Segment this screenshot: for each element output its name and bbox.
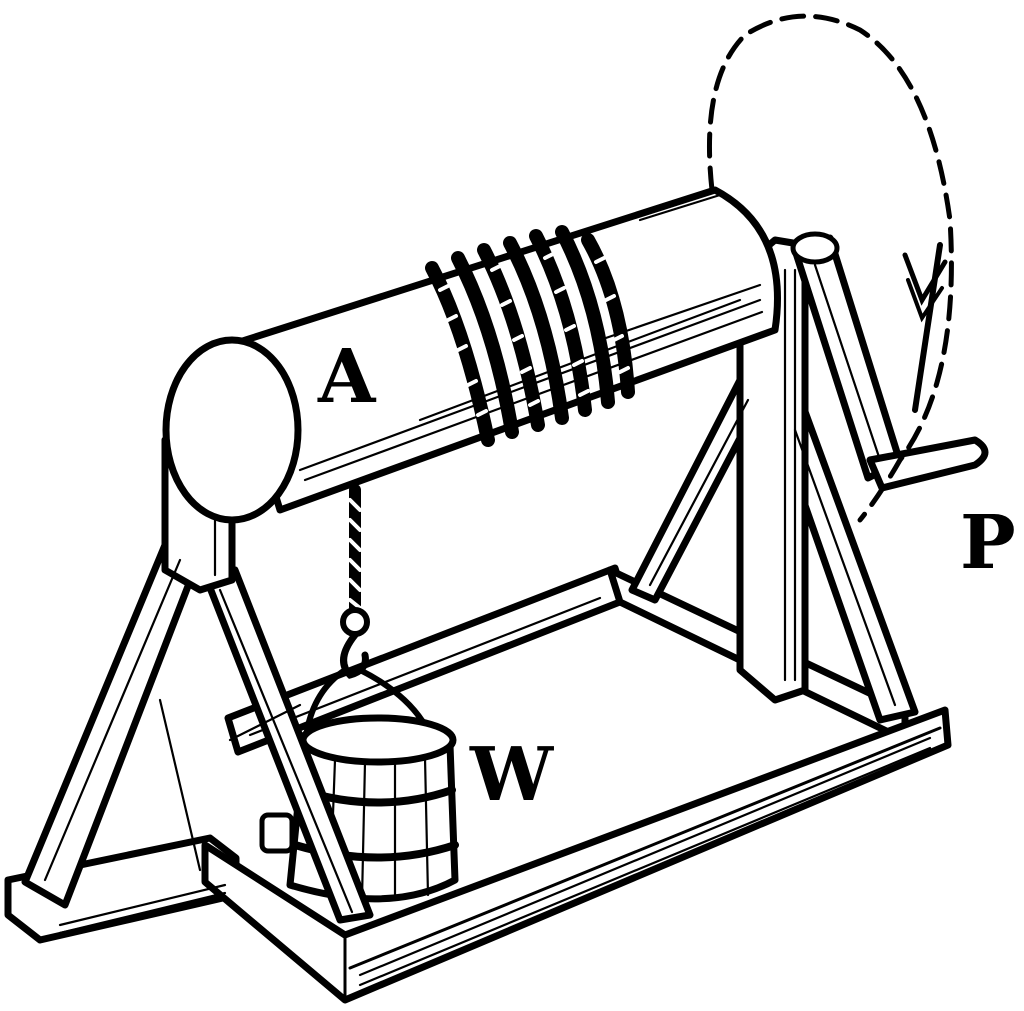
rotation-path [706, 13, 954, 523]
drum-body [226, 186, 781, 514]
crank-handle [866, 436, 989, 492]
bucket-rim [299, 714, 457, 766]
drum-end-face [162, 336, 302, 524]
axle-drum [162, 186, 781, 524]
right-trestle [628, 236, 919, 724]
rope-coils [425, 225, 635, 447]
label-axle: A [317, 334, 377, 420]
right-upright-post [736, 236, 809, 704]
chain [340, 484, 370, 679]
label-weight: W [469, 732, 554, 818]
label-power: P [960, 500, 1016, 586]
rotation-arrow-icon [902, 242, 948, 413]
